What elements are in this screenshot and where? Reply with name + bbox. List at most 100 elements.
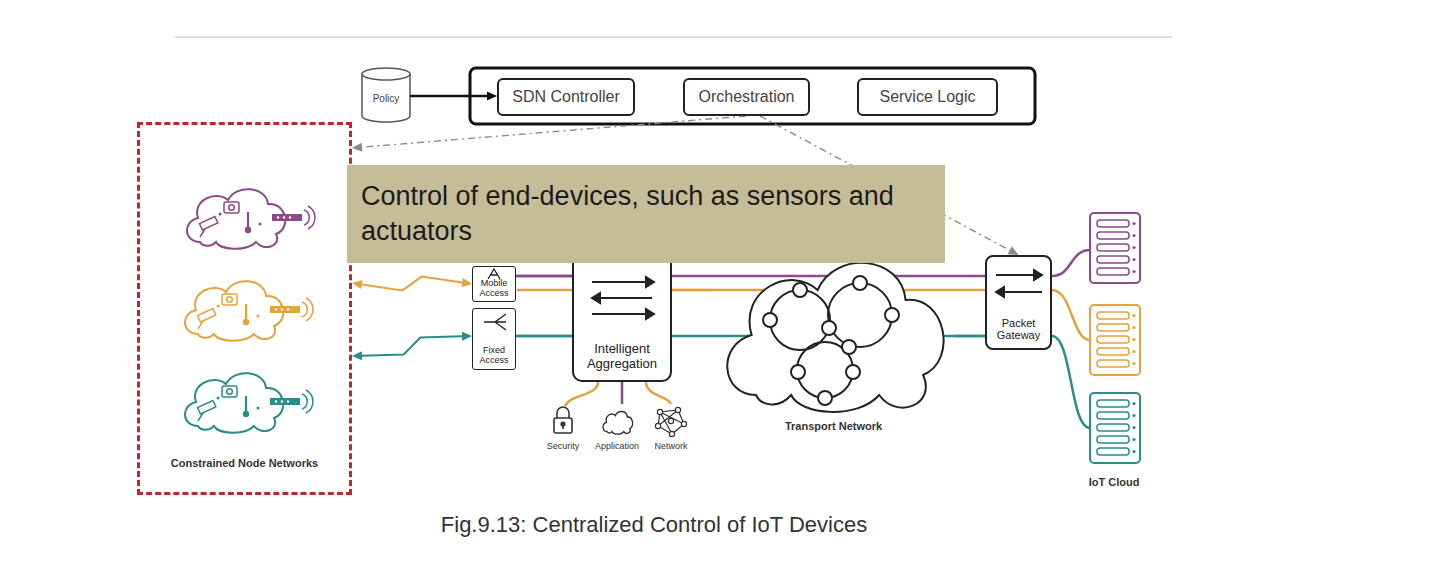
aggregation-icon (646, 309, 654, 319)
orchestration-box: Orchestration (683, 78, 810, 116)
aggregation-icon (592, 313, 648, 315)
gateway-icon (1034, 270, 1042, 280)
connector-line (410, 95, 487, 98)
network-icon (655, 407, 686, 436)
gateway-icon (996, 287, 1004, 297)
box-ground (572, 248, 672, 382)
transport-cloud-shape (828, 283, 892, 347)
network-icon (675, 407, 680, 412)
figure-caption: Fig.9.13: Centralized Control of IoT Dev… (441, 512, 867, 538)
gateway-icon (996, 274, 1036, 276)
access-icon (488, 269, 500, 279)
icon-label: Application (595, 441, 639, 451)
callout-box: Control of end-devices, such as sensors … (347, 165, 945, 263)
access-icon (484, 314, 506, 330)
security-icon (562, 426, 564, 429)
server-stack (1090, 393, 1140, 463)
policy-cylinder (362, 68, 410, 122)
transport-cloud-shape (822, 321, 836, 335)
connector-line (362, 336, 462, 355)
box-ground (985, 255, 1052, 350)
connector-line (516, 275, 572, 278)
connector (516, 336, 572, 337)
aggregation-icon (592, 293, 600, 303)
connector (352, 116, 746, 152)
arrow-head (462, 332, 472, 341)
node-text: Intelligent Aggregation (578, 342, 666, 371)
node-text: Fixed Access (474, 346, 514, 366)
transport-cloud-shape (727, 263, 943, 412)
connector-line (362, 116, 746, 147)
control-band (470, 68, 1035, 124)
gateway-box: Packet Gateway (985, 255, 1052, 350)
data-path (565, 382, 598, 406)
network-icon (669, 431, 674, 436)
policy-cylinder (362, 74, 410, 122)
arrow-head (1008, 246, 1019, 255)
arrow-head (352, 280, 363, 289)
transport-cloud-shape (763, 276, 899, 405)
arrow-head (352, 351, 362, 360)
security-icon (561, 422, 565, 426)
transport-cloud-shape (818, 391, 832, 405)
connector (955, 336, 985, 337)
aggregation-box: Intelligent Aggregation (572, 248, 672, 382)
node-text: Transport Network (714, 420, 953, 433)
gateway-icon (996, 270, 1042, 297)
node-text: Packet Gateway (990, 317, 1047, 341)
data-path (1052, 290, 1090, 340)
access-box: Mobile Access (472, 266, 516, 302)
server-stack (1090, 213, 1140, 283)
service-logic-box: Service Logic (857, 78, 998, 116)
rule-line (175, 36, 1172, 37)
connector-line (362, 277, 462, 291)
aggregation-icon (592, 281, 648, 283)
box-ground (472, 308, 516, 370)
application-icon (603, 411, 632, 434)
node-text: Mobile Access (474, 279, 514, 299)
sensor-cloud (187, 189, 315, 249)
node-text: Policy (363, 93, 409, 105)
node-text: SDN Controller (505, 87, 627, 106)
transport-cloud-shape (846, 365, 860, 379)
transport-cloud-shape (763, 313, 777, 327)
server-stack (1090, 305, 1140, 375)
connector (516, 276, 572, 277)
connector (352, 277, 472, 291)
sensor-cloud (185, 373, 313, 433)
data-path (1052, 250, 1090, 276)
access-box: Fixed Access (472, 308, 516, 370)
node-text: Orchestration (691, 87, 802, 106)
node-text: Constrained Node Networks (144, 457, 345, 470)
controller-box: SDN Controller (497, 78, 635, 116)
icon-label: Network (654, 441, 687, 451)
arrow-head (487, 92, 497, 101)
region-label: IoT Cloud (1089, 476, 1140, 488)
policy-cylinder (362, 68, 410, 80)
node-text: Control of end-devices, such as sensors … (361, 179, 931, 249)
transport-cloud-shape (791, 365, 805, 379)
network-icon (655, 423, 660, 428)
aggregation-icon (646, 277, 654, 287)
security-icon (554, 418, 572, 433)
data-path (646, 382, 671, 404)
application-icon (603, 411, 632, 434)
constrained-region: Constrained Node Networks (137, 122, 352, 495)
security-icon (554, 407, 572, 433)
access-icon (484, 269, 506, 330)
transport-cloud-shape (842, 340, 856, 354)
connector-line (955, 335, 985, 338)
transport-cloud-shape (885, 308, 899, 322)
sensor-cloud (185, 281, 313, 341)
aggregation-icon (598, 297, 652, 299)
network-icon (668, 418, 673, 423)
security-icon (557, 407, 569, 418)
connector (410, 92, 497, 101)
data-path (1052, 336, 1090, 428)
transport-cloud-shape (727, 263, 943, 412)
data-path (621, 382, 624, 404)
network-icon (657, 409, 662, 414)
transport-cloud-shape (793, 283, 807, 297)
transport-cloud-shape (853, 276, 867, 290)
